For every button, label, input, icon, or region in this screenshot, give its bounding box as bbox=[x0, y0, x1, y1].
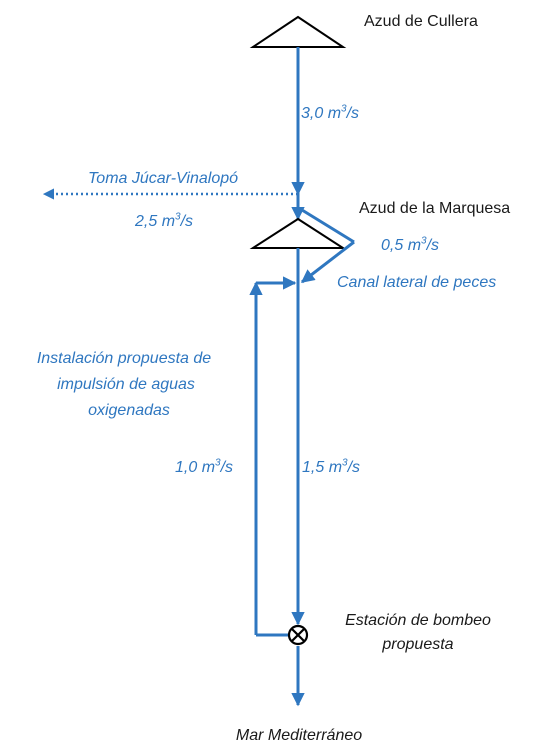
flow-fish-channel-label: 0,5 m3/s bbox=[381, 235, 440, 254]
flow-upstream-label: 3,0 m3/s bbox=[301, 103, 360, 122]
mar-mediterraneo-label: Mar Mediterráneo bbox=[235, 727, 363, 744]
toma-label: Toma Júcar-Vinalopó bbox=[88, 170, 239, 187]
pump-station-icon bbox=[287, 624, 309, 646]
azud-marquesa-weir-icon bbox=[249, 217, 347, 249]
flow-impulsion-label: 1,0 m3/s bbox=[175, 457, 234, 476]
flow-downstream-label: 1,5 m3/s bbox=[302, 457, 361, 476]
canal-lateral-label: Canal lateral de peces bbox=[337, 274, 497, 291]
flow-toma-label: 2,5 m3/s bbox=[135, 211, 194, 230]
instalacion-label: Instalación propuesta de impulsión de ag… bbox=[36, 350, 212, 419]
fish-channel-return bbox=[300, 240, 355, 284]
estacion-bombeo-label: Estación de bombeo propuesta bbox=[345, 612, 491, 653]
fish-channel-out bbox=[301, 208, 355, 244]
azud-cullera-weir-icon bbox=[249, 15, 347, 48]
azud-marquesa-label: Azud de la Marquesa bbox=[359, 200, 511, 217]
azud-cullera-label: Azud de Cullera bbox=[364, 13, 478, 30]
